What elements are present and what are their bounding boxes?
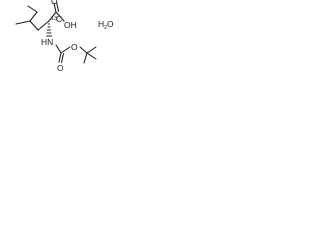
bond-isobutyl-ch [29,11,38,22]
bond-carboxyl-oh [55,11,65,22]
bond-ester-tbu [79,46,88,54]
water-oxygen-label: O [107,19,114,29]
isotope-carbon-label: C [56,14,62,24]
isotope-mass-label: 13 [51,16,57,22]
bond-to-alpha [37,20,50,31]
bond-carbamate-ester [60,46,71,54]
bond-tbu-methyl-3 [83,52,88,64]
hydroxyl-label: OH [64,20,77,30]
bond-n-carbamate [55,44,62,54]
water-hydrogen-label: H [98,19,104,29]
amine-label: HN [41,37,53,47]
bond-methylene [29,20,39,31]
chemical-structure-diagram: 13 C O OH HN O O H 2 O [15,0,114,73]
bond-carbamate-double-b [60,53,65,64]
ester-oxygen-label: O [71,42,78,52]
bond-methyl-left [15,20,31,25]
carbonyl-oxygen-label: O [51,0,58,6]
bond-tbu-methyl-2 [86,52,97,60]
bond-alpha-carboxyl [48,11,57,22]
bond-carboxyl-double-a [53,2,57,13]
bond-carbamate-double-a [58,52,62,63]
water-subscript-label: 2 [104,25,107,31]
bond-carboxyl-double-b [56,1,60,12]
bond-methyl-top [27,5,38,13]
bond-tbu-methyl-1 [86,46,97,54]
carbamate-oxygen-label: O [57,63,64,73]
stereo-hash-bond [45,23,53,37]
